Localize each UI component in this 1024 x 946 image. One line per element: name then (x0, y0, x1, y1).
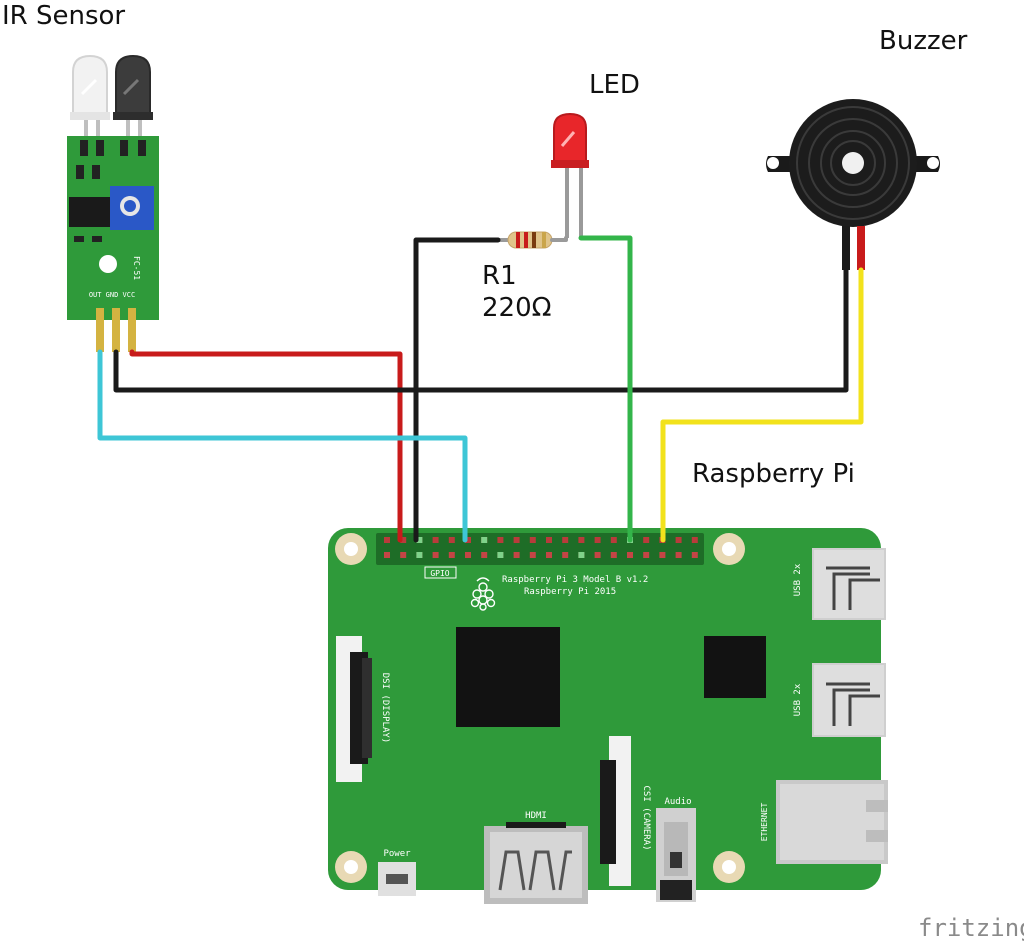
gpio-label: GPIO (430, 569, 449, 578)
ethernet-label: ETHERNET (760, 803, 769, 842)
power-port (378, 862, 416, 896)
audio-label: Audio (664, 797, 691, 807)
gpio-pin (691, 537, 698, 543)
gpio-pin (691, 552, 698, 558)
resistor-name-label: R1 (482, 261, 517, 291)
audio-jack (656, 808, 696, 902)
pi-year-label: Raspberry Pi 2015 (524, 587, 616, 597)
wires (97, 235, 864, 543)
usb-port (812, 663, 886, 737)
gpio-pin (465, 537, 471, 543)
gpio-pin (562, 537, 569, 543)
gpio-pin-highlight (578, 552, 585, 558)
gpio-pin (400, 537, 407, 543)
gpio-header (376, 533, 704, 565)
gpio-pin (481, 552, 488, 558)
wire-yellow-buzzer (660, 267, 864, 543)
gpio-pin (562, 552, 569, 558)
gpio-pin (529, 537, 536, 543)
gpio-pin (448, 537, 455, 543)
gpio-pin (529, 552, 536, 558)
sensor-pin-labels: OUT GND VCC (89, 291, 135, 299)
gpio-pin (643, 537, 650, 543)
sensor-model-label: FC-51 (132, 256, 141, 280)
gpio-pin-highlight (416, 552, 423, 558)
led-component (551, 112, 589, 238)
gpio-pin (643, 552, 650, 558)
raspberry-logo-icon (470, 577, 496, 611)
gpio-pin (675, 537, 682, 543)
pi-model-label: Raspberry Pi 3 Model B v1.2 (502, 575, 648, 585)
gpio-pin (610, 552, 617, 558)
csi-label: CSI (CAMERA) (641, 785, 651, 850)
gpio-pin (465, 552, 471, 558)
wire-cyan-signal (97, 349, 468, 543)
power-label: Power (383, 849, 411, 859)
ir-sensor-label: IR Sensor (2, 1, 125, 31)
gpio-pin (594, 537, 601, 543)
dsi-connector (336, 636, 372, 782)
fritzing-watermark: fritzing (918, 914, 1024, 942)
ethernet-port (776, 780, 888, 864)
gpio-pin (513, 552, 520, 558)
wifi-chip (704, 636, 766, 698)
hdmi-port (484, 822, 588, 904)
mounting-hole (335, 533, 745, 883)
ir-sensor-module: FC-51 OUT GND VCC (67, 54, 159, 352)
wire-green-led (578, 235, 633, 543)
gpio-pin-highlight (481, 537, 488, 543)
gpio-pin-highlight (416, 537, 423, 543)
raspberry-pi-label: Raspberry Pi (692, 459, 855, 489)
gpio-pin (594, 552, 601, 558)
dsi-label: DSI (DISPLAY) (380, 673, 390, 743)
csi-connector (600, 736, 631, 886)
usb-label-1: USB 2x (793, 563, 803, 596)
gpio-pin (627, 552, 633, 558)
gpio-pin (659, 552, 666, 558)
gpio-pin (384, 552, 390, 558)
gpio-pin (432, 537, 439, 543)
raspberry-pi-board: GPIO Raspberry Pi 3 Model B v1.2 Raspber… (328, 528, 888, 904)
gpio-pin (546, 552, 552, 558)
buzzer-label: Buzzer (879, 26, 968, 56)
gpio-pin-highlight (497, 552, 504, 558)
hdmi-label: HDMI (525, 811, 547, 821)
gpio-pin (400, 552, 407, 558)
usb-label-2: USB 2x (793, 683, 803, 716)
gpio-pin (513, 537, 520, 543)
gpio-pin (578, 537, 585, 543)
gpio-pin (497, 537, 504, 543)
soc-chip (456, 627, 560, 727)
gpio-pin (546, 537, 552, 543)
gpio-pin (448, 552, 455, 558)
gpio-pin (610, 537, 617, 543)
buzzer-component (766, 99, 940, 270)
gpio-pin (432, 552, 439, 558)
led-label: LED (589, 70, 640, 100)
resistor-value-label: 220Ω (482, 293, 552, 323)
gpio-pin (675, 552, 682, 558)
wire-red-vcc (129, 349, 403, 543)
gpio-pin (384, 537, 390, 543)
wire-black-ground (113, 267, 849, 393)
usb-port (812, 548, 886, 620)
